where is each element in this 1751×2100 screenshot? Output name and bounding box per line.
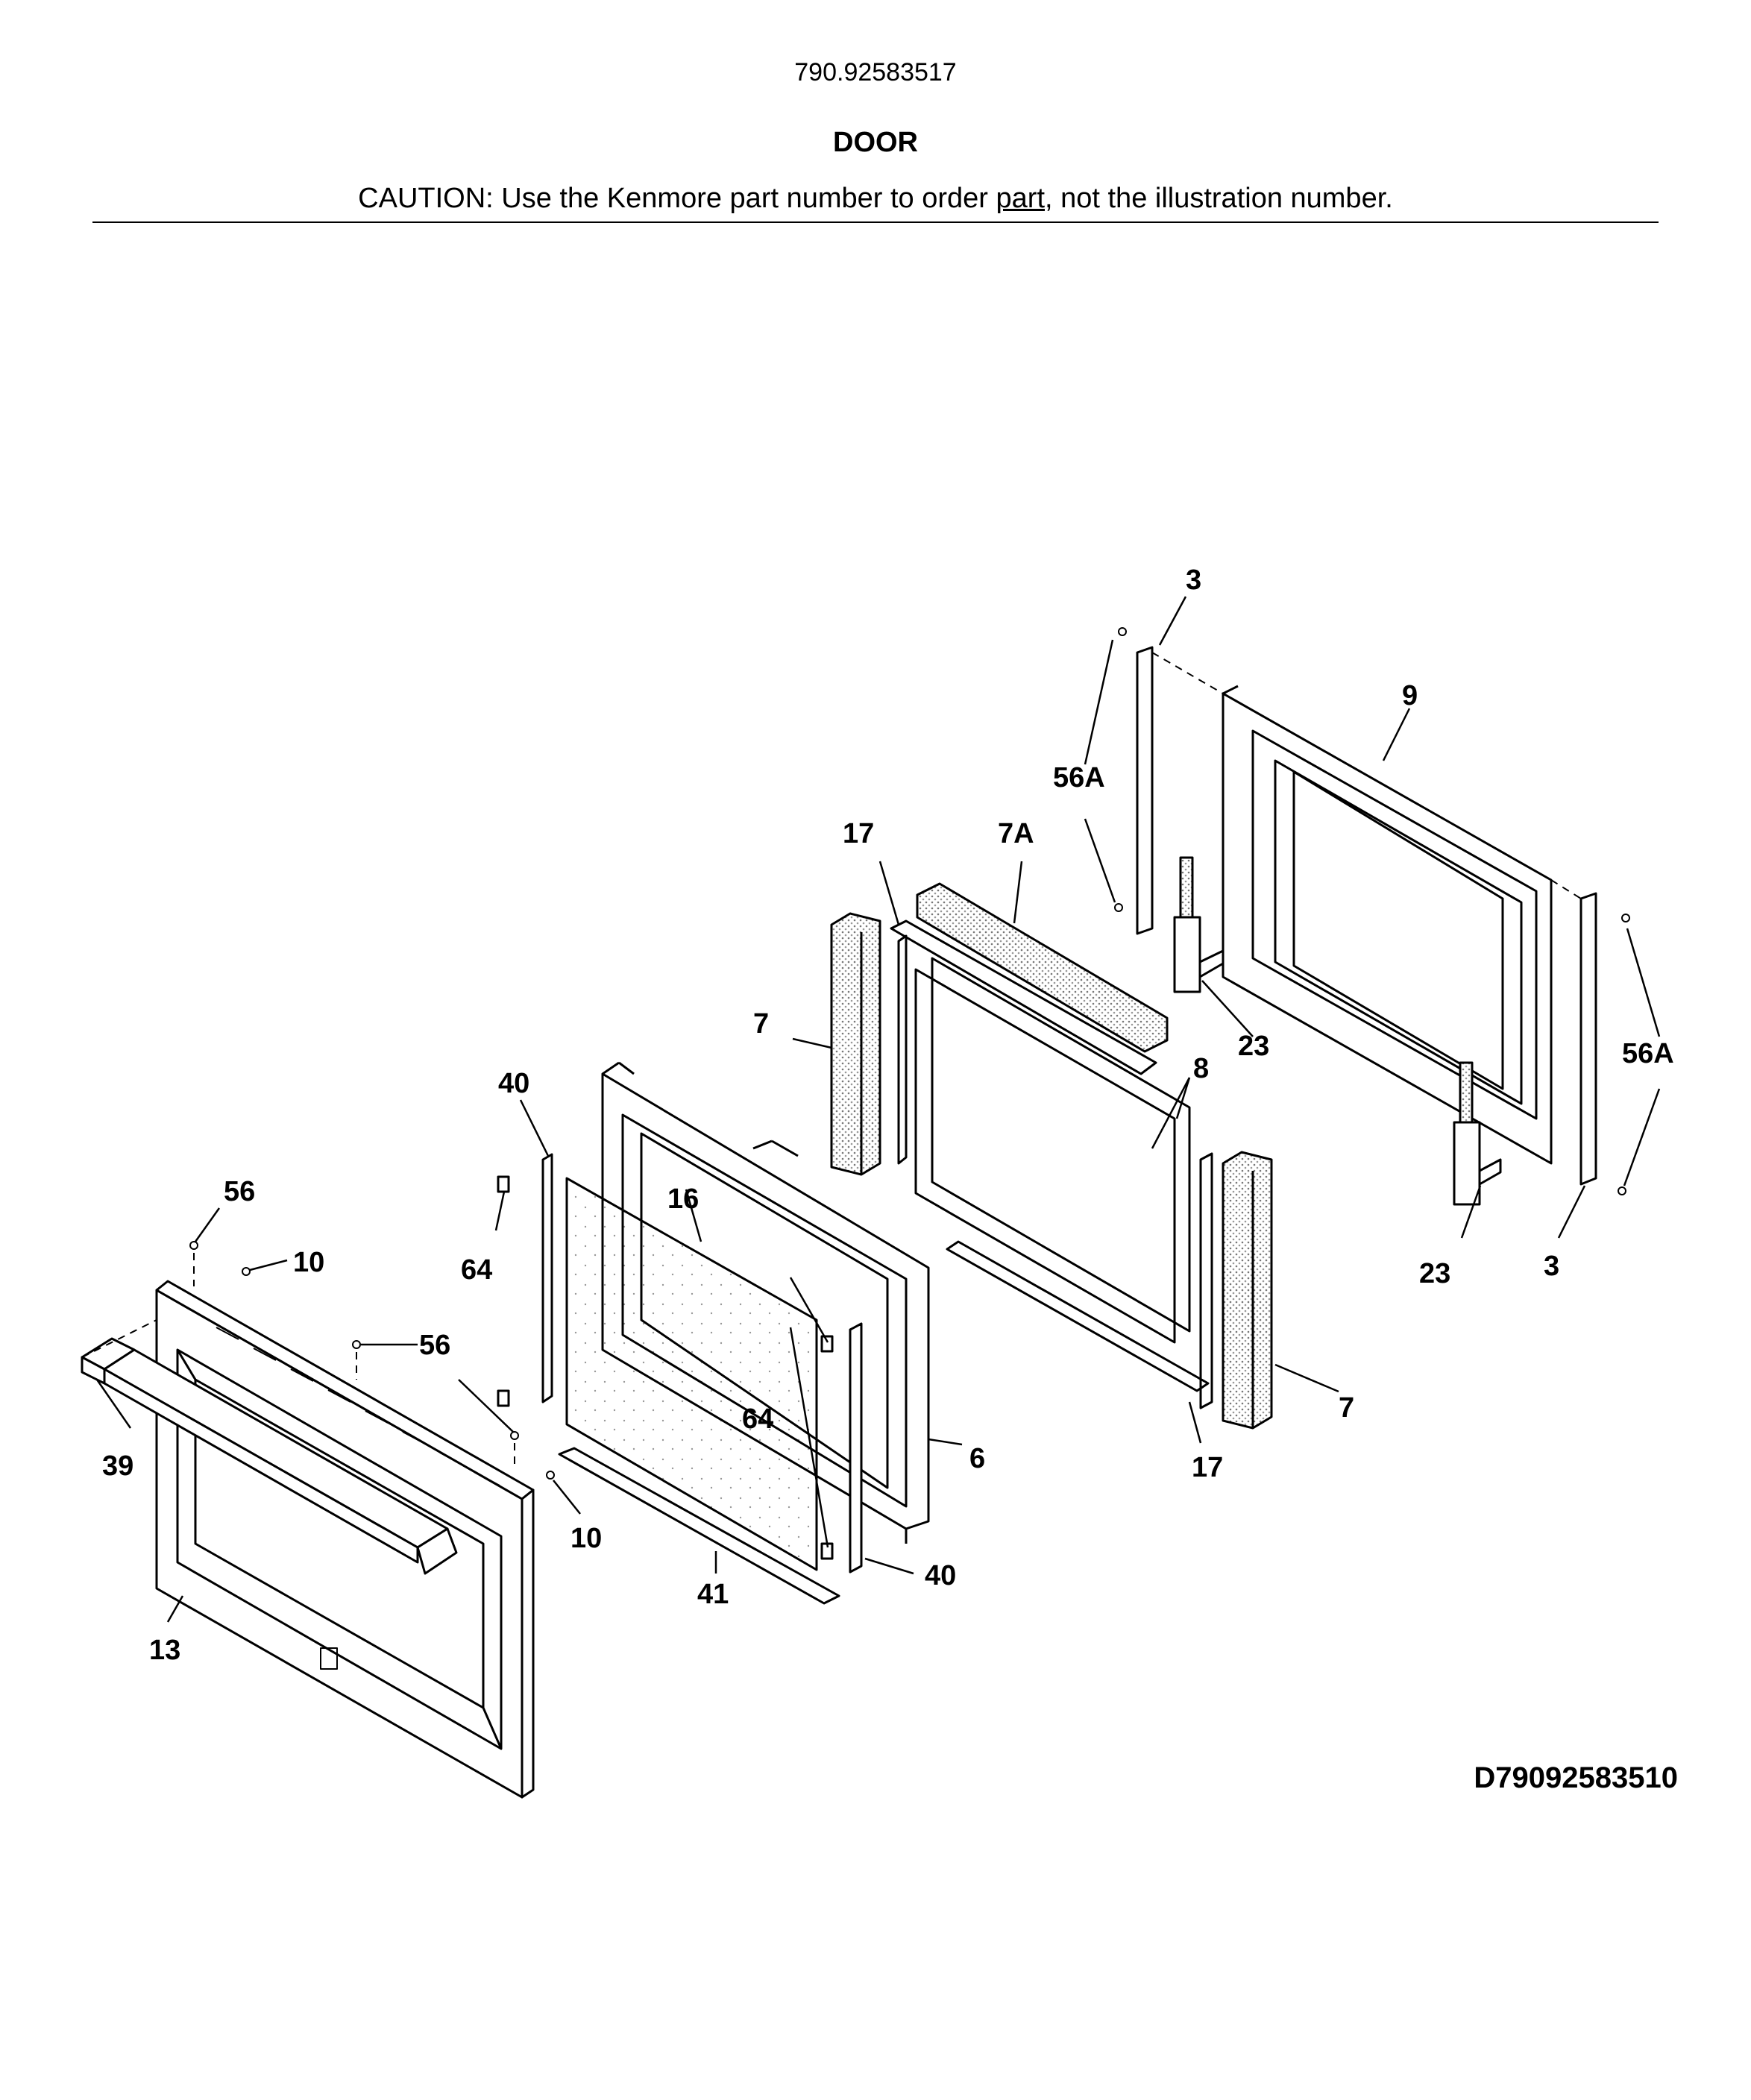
- outer-door-panel: [155, 1280, 535, 1799]
- callout-8: 8: [1193, 1053, 1209, 1084]
- hinge-bottom: [1453, 1061, 1502, 1206]
- callout-7a: 7A: [998, 818, 1034, 849]
- door-handle: [81, 1337, 458, 1575]
- callout-39: 39: [102, 1450, 133, 1482]
- callout-17-bottom: 17: [1192, 1452, 1223, 1483]
- callout-56-mid: 56: [419, 1330, 450, 1361]
- clip-64-a: [497, 1175, 510, 1193]
- screw-10-top: [242, 1267, 251, 1276]
- hinge-top: [1173, 856, 1225, 993]
- screw-10-bottom: [546, 1471, 555, 1480]
- hinge-rail-left: [1136, 646, 1154, 935]
- caution-text-end: , not the illustration number.: [1045, 183, 1393, 214]
- hinge-rail-right: [1579, 892, 1597, 1186]
- clip-64-b: [497, 1389, 510, 1407]
- callout-40-top: 40: [498, 1068, 529, 1099]
- side-strip-left: [541, 1153, 553, 1403]
- rear-door-frame: [1222, 685, 1553, 1165]
- callout-23-bottom: 23: [1419, 1258, 1450, 1289]
- screw-56a-low-left: [1114, 903, 1123, 912]
- clip-64-c: [820, 1335, 834, 1353]
- drawing-code: D79092583510: [1474, 1761, 1678, 1794]
- screw-56a-top-right: [1621, 914, 1630, 922]
- callout-56a-left: 56A: [1053, 762, 1105, 793]
- screw-56-top: [189, 1241, 198, 1250]
- insulation-left: [830, 912, 881, 1176]
- inner-glass-panel: [565, 1177, 818, 1571]
- callout-40-bottom: 40: [925, 1560, 956, 1591]
- screw-56-mid: [352, 1340, 361, 1349]
- callout-23-top: 23: [1238, 1031, 1269, 1062]
- callout-64-right: 64: [742, 1403, 773, 1435]
- callout-10-top: 10: [293, 1247, 324, 1278]
- section-title: DOOR: [833, 127, 918, 158]
- side-strip-right: [849, 1322, 863, 1574]
- inner-door-frame: [601, 1061, 930, 1544]
- screw-56-lower: [510, 1431, 519, 1440]
- callout-56-top: 56: [224, 1176, 255, 1207]
- insulation-right: [1222, 1151, 1273, 1430]
- callout-7-left: 7: [753, 1008, 769, 1040]
- callout-41: 41: [697, 1579, 729, 1610]
- callout-56a-right: 56A: [1622, 1038, 1674, 1069]
- callout-64-left: 64: [461, 1254, 492, 1286]
- callout-17-top: 17: [843, 818, 874, 849]
- callout-16: 16: [667, 1183, 699, 1215]
- window-pack: [890, 919, 1213, 1409]
- model-number: 790.92583517: [794, 58, 957, 87]
- caution-part-link[interactable]: part: [996, 183, 1045, 214]
- callout-10-bottom: 10: [570, 1523, 602, 1554]
- caution-text-start: CAUTION: Use the Kenmore part number to …: [358, 183, 996, 214]
- callout-9: 9: [1402, 680, 1418, 711]
- callout-6: 6: [969, 1443, 985, 1474]
- screw-56a-low-right: [1618, 1186, 1626, 1195]
- caution-text: CAUTION: Use the Kenmore part number to …: [0, 183, 1751, 215]
- callout-7-right: 7: [1339, 1392, 1354, 1424]
- screw-56a-top-left: [1118, 627, 1127, 636]
- bottom-channel: [558, 1447, 840, 1605]
- header-divider: [92, 221, 1659, 223]
- callout-labels: 3 9 56A 56A 17 7A 7 23 8 40 23 3 56 10 1…: [102, 565, 1674, 1666]
- callout-3-top: 3: [1186, 565, 1201, 596]
- callout-3-bottom: 3: [1544, 1251, 1559, 1282]
- insulation-top: [916, 882, 1169, 1053]
- callout-13: 13: [149, 1635, 180, 1666]
